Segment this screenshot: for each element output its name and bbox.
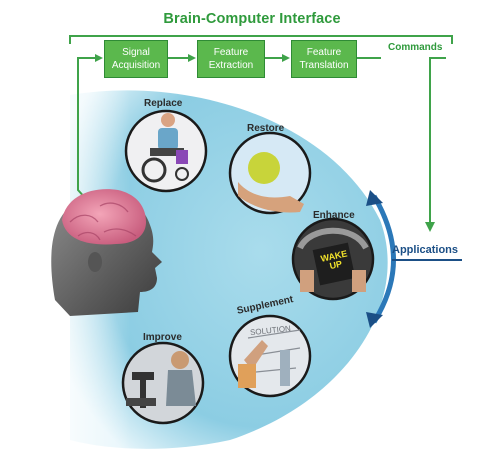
supplement-photo — [228, 314, 312, 398]
signal-arrowhead — [95, 54, 103, 62]
feature-translation-line1: Feature — [306, 47, 342, 58]
signal-acquisition-line1: Signal — [122, 47, 150, 58]
feature-extraction-line2: Extraction — [208, 60, 254, 71]
loop-line — [69, 35, 453, 44]
commands-arrowhead — [425, 222, 435, 232]
arrowhead-1 — [188, 54, 196, 62]
replace-label: Replace — [144, 98, 183, 109]
diagram-title: Brain-Computer Interface — [163, 11, 341, 27]
human-head — [51, 189, 162, 316]
restore-label: Restore — [247, 123, 285, 134]
enhance-photo — [291, 217, 375, 301]
commands-line — [429, 57, 446, 224]
commands-label: Commands — [388, 42, 443, 53]
replace-photo — [124, 109, 208, 193]
enhance-label: Enhance — [313, 210, 355, 221]
restore-photo — [228, 131, 312, 215]
arrowhead-2 — [282, 54, 290, 62]
feature-translation-line2: Translation — [299, 60, 349, 71]
improve-photo — [121, 341, 205, 425]
feature-extraction-line1: Feature — [213, 47, 249, 58]
arc-arrow-top — [366, 190, 383, 206]
signal-acquisition-line2: Acquisition — [111, 60, 161, 71]
improve-label: Improve — [143, 332, 182, 343]
applications-label: Applications — [392, 244, 459, 256]
arc-arrow-bottom — [366, 312, 383, 328]
